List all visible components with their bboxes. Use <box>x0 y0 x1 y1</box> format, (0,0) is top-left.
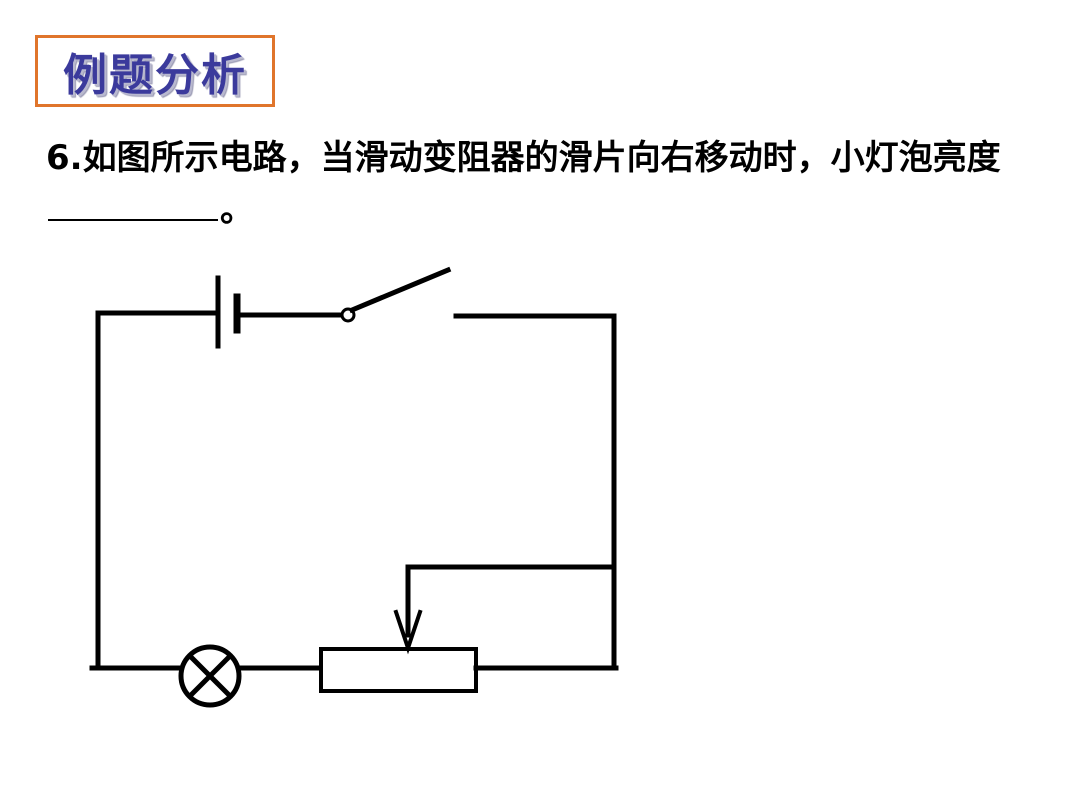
page-title: 例题分析 <box>63 50 247 101</box>
answer-blank <box>48 185 218 221</box>
question-text: 6.如图所示电路，当滑动变阻器的滑片向右移动时，小灯泡亮度。 <box>46 132 1056 236</box>
lamp-cross-2 <box>186 652 234 700</box>
question-end: 。 <box>220 190 254 230</box>
lamp-icon <box>178 644 242 708</box>
switch-pivot <box>340 307 356 323</box>
question-body: 如图所示电路，当滑动变阻器的滑片向右移动时，小灯泡亮度 <box>82 138 1001 178</box>
title-box: 例题分析 <box>35 35 275 107</box>
switch-blade <box>348 266 452 314</box>
rheostat-body <box>319 647 478 693</box>
question-number: 6. <box>46 138 83 178</box>
